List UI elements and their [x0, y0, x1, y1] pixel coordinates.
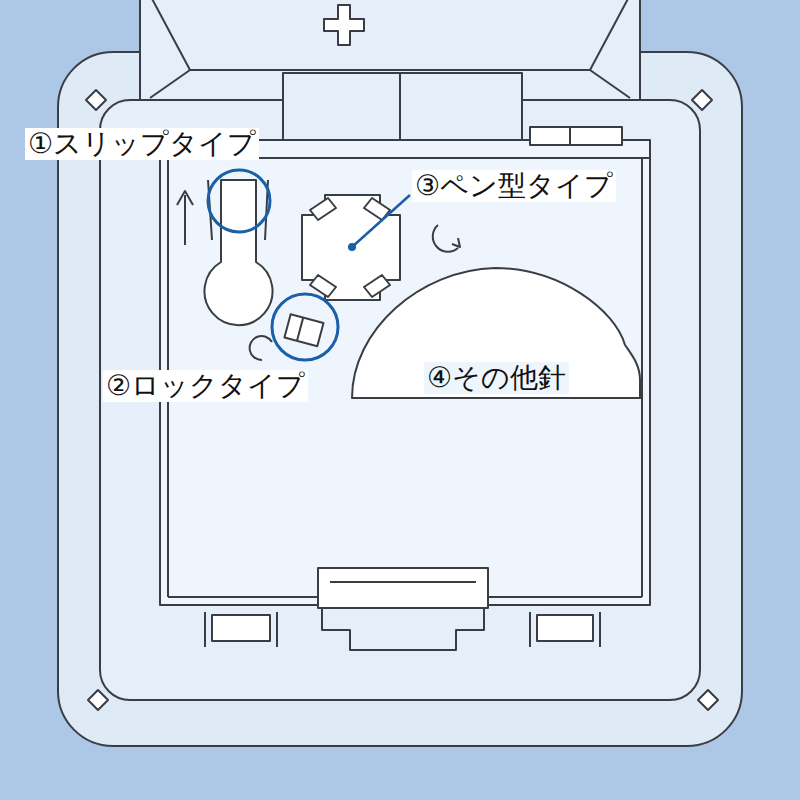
callout-label: ②ロックタイプ [103, 370, 308, 402]
callout-label: ④その他針 [424, 362, 569, 394]
callout-label: ③ペン型タイプ [412, 170, 616, 202]
callout-label: ①スリップタイプ [25, 128, 259, 160]
